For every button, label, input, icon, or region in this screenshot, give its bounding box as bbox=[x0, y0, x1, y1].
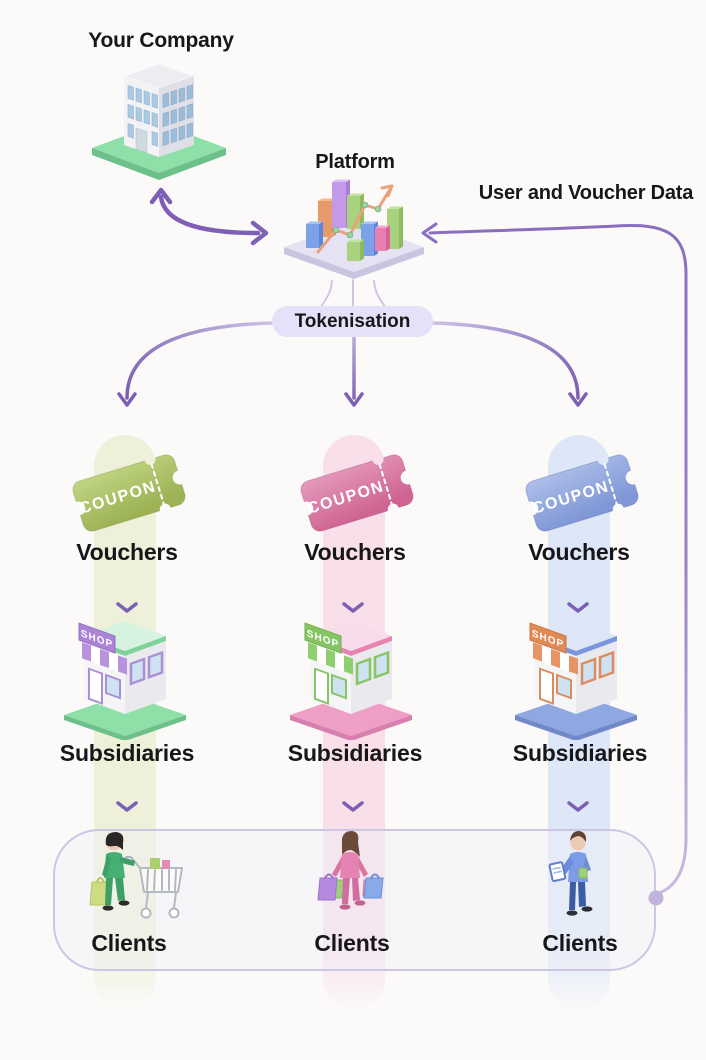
coupon-icon-green: COUPON bbox=[72, 454, 186, 532]
client-icon-man-clipboard bbox=[548, 831, 593, 916]
subsidiaries-label-green: Subsidiaries bbox=[59, 740, 195, 766]
clients-label-pink: Clients bbox=[314, 930, 390, 956]
vouchers-label-green: Vouchers bbox=[76, 539, 178, 565]
company-platform-arrow bbox=[149, 187, 269, 246]
chevron-icon bbox=[567, 801, 589, 812]
platform-label: Platform bbox=[315, 151, 395, 173]
platform-tokenisation-lines bbox=[320, 279, 386, 308]
chevron-icon bbox=[116, 602, 138, 613]
company-building-icon bbox=[92, 63, 226, 180]
chevron-icon bbox=[342, 801, 364, 812]
feedback-arrow bbox=[421, 222, 688, 895]
shop-icon-blue-column: SHOP bbox=[515, 621, 637, 740]
subsidiaries-label-blue: Subsidiaries bbox=[512, 740, 648, 766]
fan-arrow-middle bbox=[344, 336, 364, 407]
client-icon-shopper-bags bbox=[317, 831, 384, 910]
platform-chart-icon bbox=[284, 179, 424, 279]
clients-label-green: Clients bbox=[91, 930, 167, 956]
vouchers-label-blue: Vouchers bbox=[528, 539, 630, 565]
fan-arrow-right bbox=[431, 321, 588, 407]
tokenisation-label: Tokenisation bbox=[294, 310, 411, 332]
shop-icon-green-column: SHOP bbox=[64, 621, 186, 740]
tokenisation-pill: Tokenisation bbox=[272, 306, 433, 337]
fan-arrow-left bbox=[117, 321, 274, 407]
coupon-icon-blue: COUPON bbox=[525, 454, 639, 532]
user-voucher-data-label: User and Voucher Data bbox=[478, 182, 694, 204]
coupon-icon-pink: COUPON bbox=[300, 454, 414, 532]
feedback-origin-dot bbox=[648, 890, 664, 906]
row-chevrons bbox=[116, 602, 589, 812]
chevron-icon bbox=[567, 602, 589, 613]
company-label: Your Company bbox=[88, 29, 234, 52]
shop-icon-pink-column: SHOP bbox=[290, 621, 412, 740]
clients-label-blue: Clients bbox=[542, 930, 618, 956]
subsidiaries-label-pink: Subsidiaries bbox=[287, 740, 423, 766]
chevron-icon bbox=[342, 602, 364, 613]
vouchers-label-pink: Vouchers bbox=[304, 539, 406, 565]
client-icon-shopper-cart bbox=[89, 832, 183, 919]
chevron-icon bbox=[116, 801, 138, 812]
